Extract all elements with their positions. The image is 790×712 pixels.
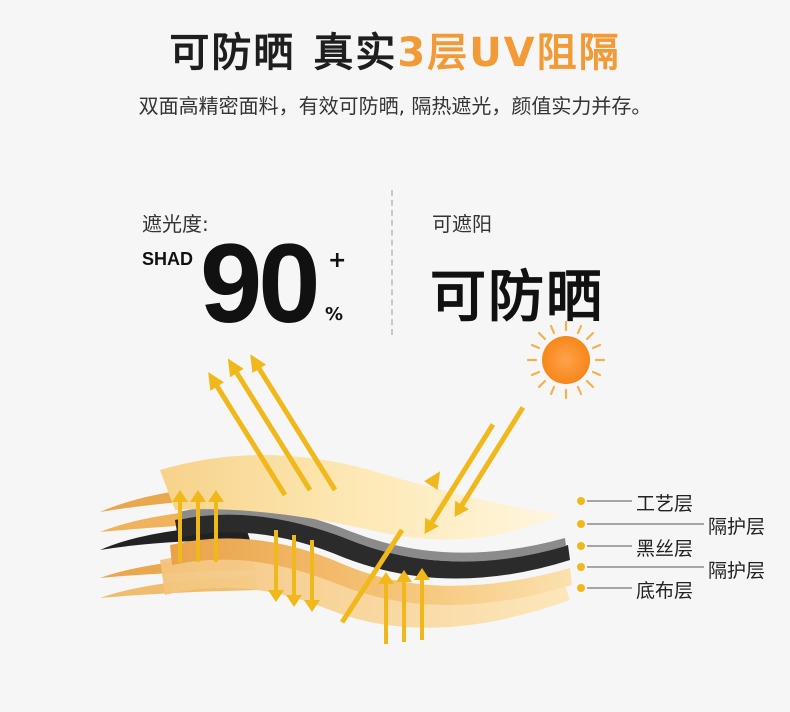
title-part2: 真实 xyxy=(313,30,398,76)
subtitle: 双面高精密面料，有效可防晒, 隔热遮光，颜值实力并存。 xyxy=(138,94,652,118)
layer-label-barrier-2: 隔护层 xyxy=(708,560,766,582)
layer-label-base: 底布层 xyxy=(636,580,694,602)
layer-stack xyxy=(160,455,572,628)
divider xyxy=(391,190,393,335)
sun-block-label: 可遮阳 xyxy=(432,212,492,236)
layer-label-barrier-1: 隔护层 xyxy=(708,516,766,538)
shading-value: 90 xyxy=(200,221,321,346)
layer-label-craft: 工艺层 xyxy=(636,493,694,515)
incoming-arrows xyxy=(339,406,526,624)
layer-label-black-silk: 黑丝层 xyxy=(636,538,694,560)
vertical-arrows xyxy=(172,490,430,644)
reflected-arrows xyxy=(208,354,338,497)
shading-unit: % xyxy=(325,304,344,325)
shading-label: 遮光度: xyxy=(142,212,209,236)
title-part1: 可防晒 xyxy=(169,30,296,76)
page-title: 可防晒真实3层UV阻隔 xyxy=(0,20,790,78)
layer-legend-markers xyxy=(577,497,704,592)
shading-prefix: SHAD xyxy=(142,249,194,269)
sun-icon xyxy=(526,320,606,400)
shading-plus: + xyxy=(328,248,347,273)
sun-block-value: 可防晒 xyxy=(430,265,604,330)
title-accent: 3层UV阻隔 xyxy=(397,30,621,76)
